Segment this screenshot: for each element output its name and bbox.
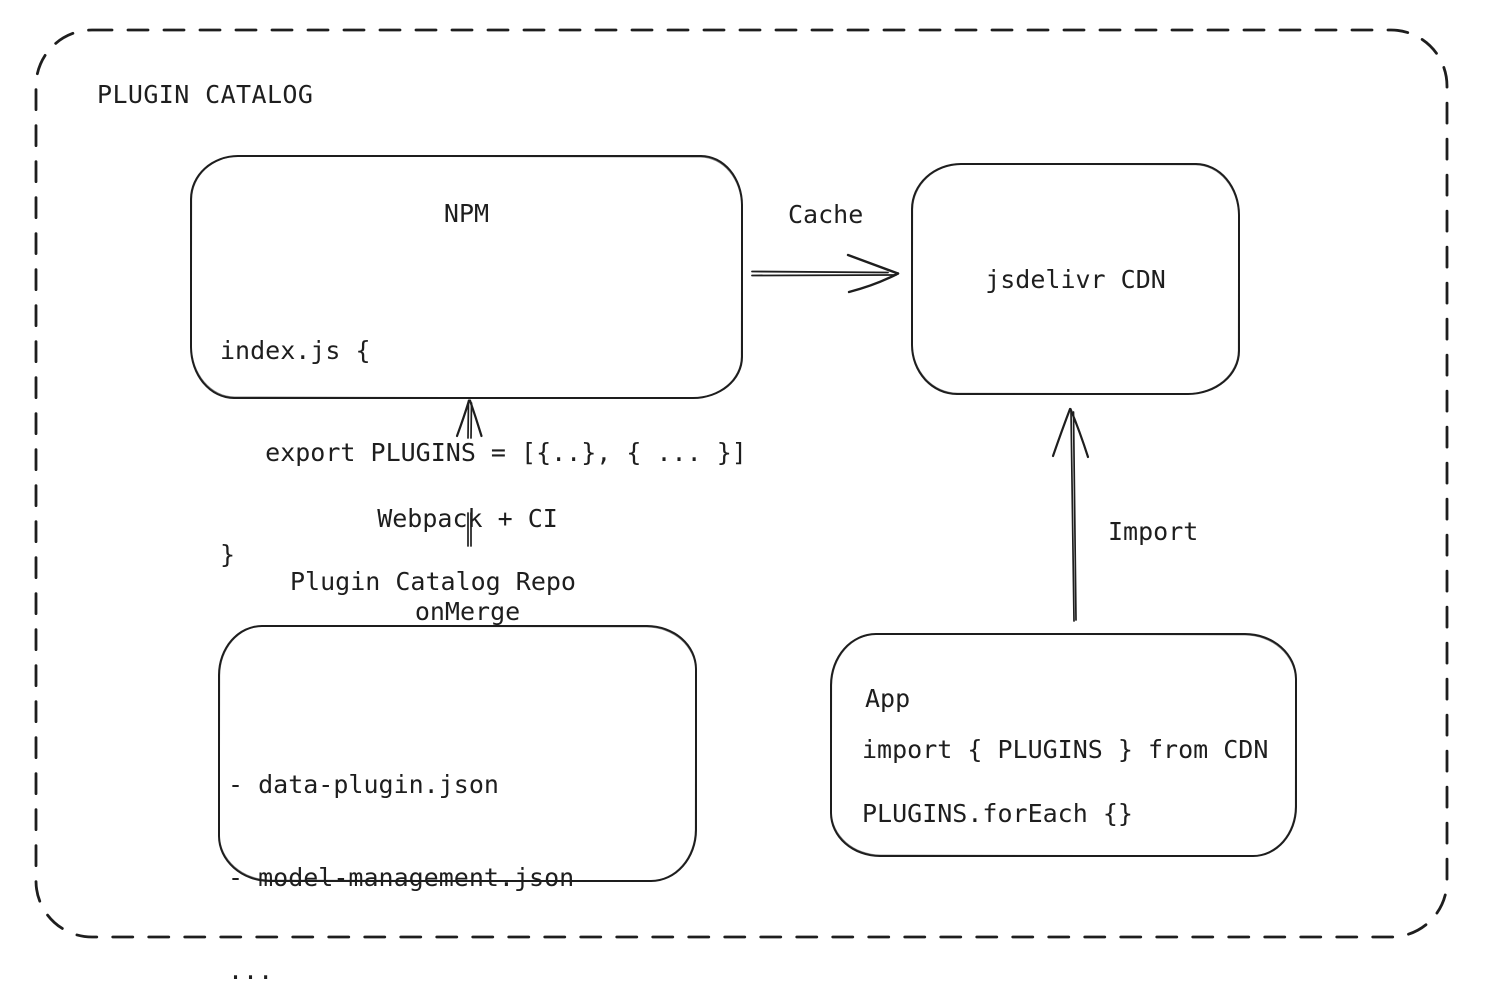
repo-node: - data-plugin.json - model-management.js… (218, 625, 697, 985)
plugin-catalog-boundary-rect (34, 28, 1449, 939)
repo-node-title: Plugin Catalog Repo (290, 567, 576, 596)
repo-file-item: ... (228, 956, 274, 985)
npm-node: NPM index.js { export PLUGINS = [{..}, {… (190, 155, 747, 569)
cdn-node-label: jsdelivr CDN (985, 264, 1166, 294)
repo-file-item: - model-management.json (228, 863, 575, 892)
cache-arrow-label: Cache (788, 200, 864, 229)
app-code-line: import { PLUGINS } from CDN (862, 735, 1269, 764)
cache-arrow (751, 253, 900, 294)
npm-node-title: NPM (443, 199, 490, 228)
build-arrow-label-line1: Webpack + CI (377, 504, 558, 533)
import-arrow (1051, 407, 1090, 622)
build-arrow (455, 399, 483, 547)
npm-code-block: index.js { export PLUGINS = [{..}, { ...… (220, 266, 747, 640)
npm-code-line: export PLUGINS = [{..}, { ... }] (220, 438, 747, 467)
import-arrow-label: Import (1108, 517, 1199, 546)
app-node: App import { PLUGINS } from CDN PLUGINS.… (830, 633, 1297, 857)
npm-code-line: index.js { (220, 336, 371, 365)
build-arrow-label: Webpack + CI onMerge (355, 441, 580, 689)
repo-file-item: - data-plugin.json (228, 770, 499, 799)
repo-file-list: - data-plugin.json - model-management.js… (228, 707, 574, 1002)
build-arrow-label-line2: onMerge (414, 597, 521, 626)
app-code-line: PLUGINS.forEach {} (862, 799, 1133, 828)
npm-code-line: } (220, 540, 236, 569)
cdn-node: jsdelivr CDN (911, 163, 1240, 395)
diagram-title: PLUGIN CATALOG (97, 80, 314, 109)
app-node-title: App (865, 684, 911, 713)
